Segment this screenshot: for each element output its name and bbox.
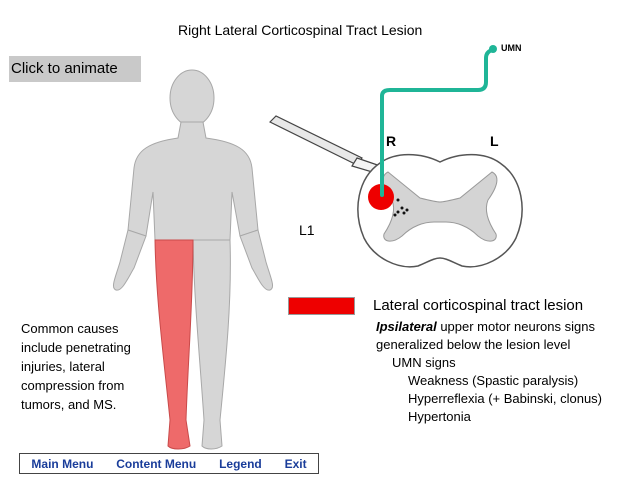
umn-label: UMN: [501, 43, 522, 53]
lesion-spot: [368, 184, 394, 210]
head-shape: [169, 69, 215, 127]
left-side-label: L: [490, 133, 499, 149]
umn-neuron-dot: [489, 45, 497, 53]
right-side-label: R: [386, 133, 397, 149]
umn-signs-heading: UMN signs: [392, 355, 456, 370]
sign-item: Hypertonia: [408, 409, 471, 424]
description-line-1-rest: upper motor neurons signs: [436, 319, 595, 334]
tract-dots: [393, 198, 409, 217]
content-menu-link[interactable]: Content Menu: [116, 456, 197, 471]
page-title: Right Lateral Corticospinal Tract Lesion: [178, 22, 423, 38]
common-causes-text: Common causes include penetrating injuri…: [21, 321, 131, 412]
main-menu-link[interactable]: Main Menu: [31, 456, 94, 471]
lesion-heading: Lateral corticospinal tract lesion: [373, 297, 584, 314]
bottom-menu-bar: Main Menu Content Menu Legend Exit: [19, 453, 319, 474]
exit-link[interactable]: Exit: [284, 456, 307, 471]
affected-leg-shape: [154, 239, 194, 450]
description-line-1: Ipsilateral upper motor neurons signs: [376, 318, 602, 336]
description-line-2: generalized below the lesion level: [376, 337, 571, 352]
spinal-cord-section: [357, 153, 523, 268]
left-arm-shape: [239, 229, 273, 291]
ipsilateral-term: Ipsilateral: [376, 319, 437, 334]
grey-matter: [382, 171, 498, 242]
animate-button[interactable]: Click to animate: [9, 56, 141, 82]
sign-item: Weakness (Spastic paralysis): [408, 373, 579, 388]
sign-item: Hyperreflexia (+ Babinski, clonus): [408, 391, 602, 406]
umn-pathway: [380, 48, 494, 197]
lesion-description: Ipsilateral upper motor neurons signs ge…: [376, 318, 602, 426]
right-arm-shape: [113, 229, 147, 291]
lesion-legend-swatch: [288, 297, 355, 315]
body-figure: [113, 69, 273, 450]
spinal-level-label: L1: [299, 222, 315, 238]
neck-torso-shape: [127, 121, 259, 241]
scalpel-icon: [268, 115, 394, 177]
legend-link[interactable]: Legend: [219, 456, 262, 471]
left-leg-shape: [192, 239, 231, 450]
